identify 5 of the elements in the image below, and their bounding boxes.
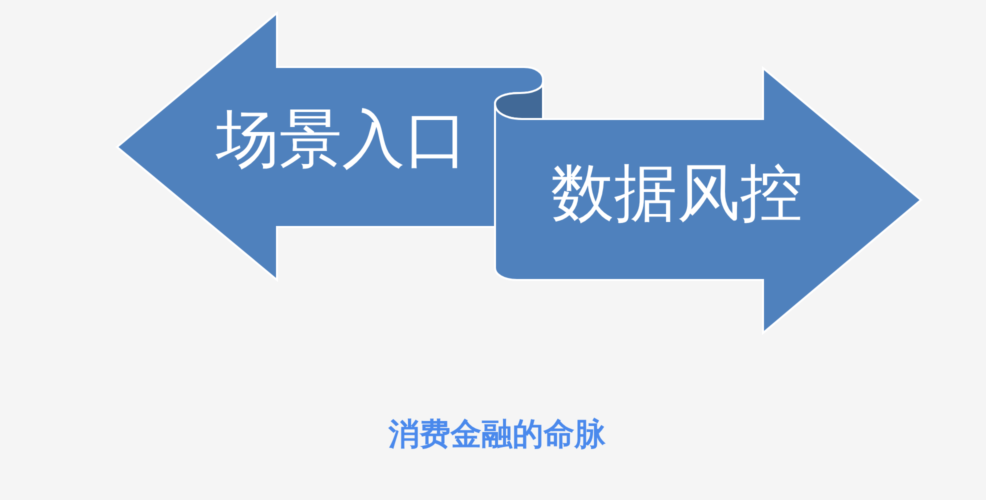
right-arrow <box>492 65 924 336</box>
left-arrow <box>114 10 546 283</box>
caption: 消费金融的命脉 <box>388 418 606 450</box>
arrow-label: 场景入口 <box>216 108 468 172</box>
arrow-label: 数据风控 <box>551 162 803 226</box>
